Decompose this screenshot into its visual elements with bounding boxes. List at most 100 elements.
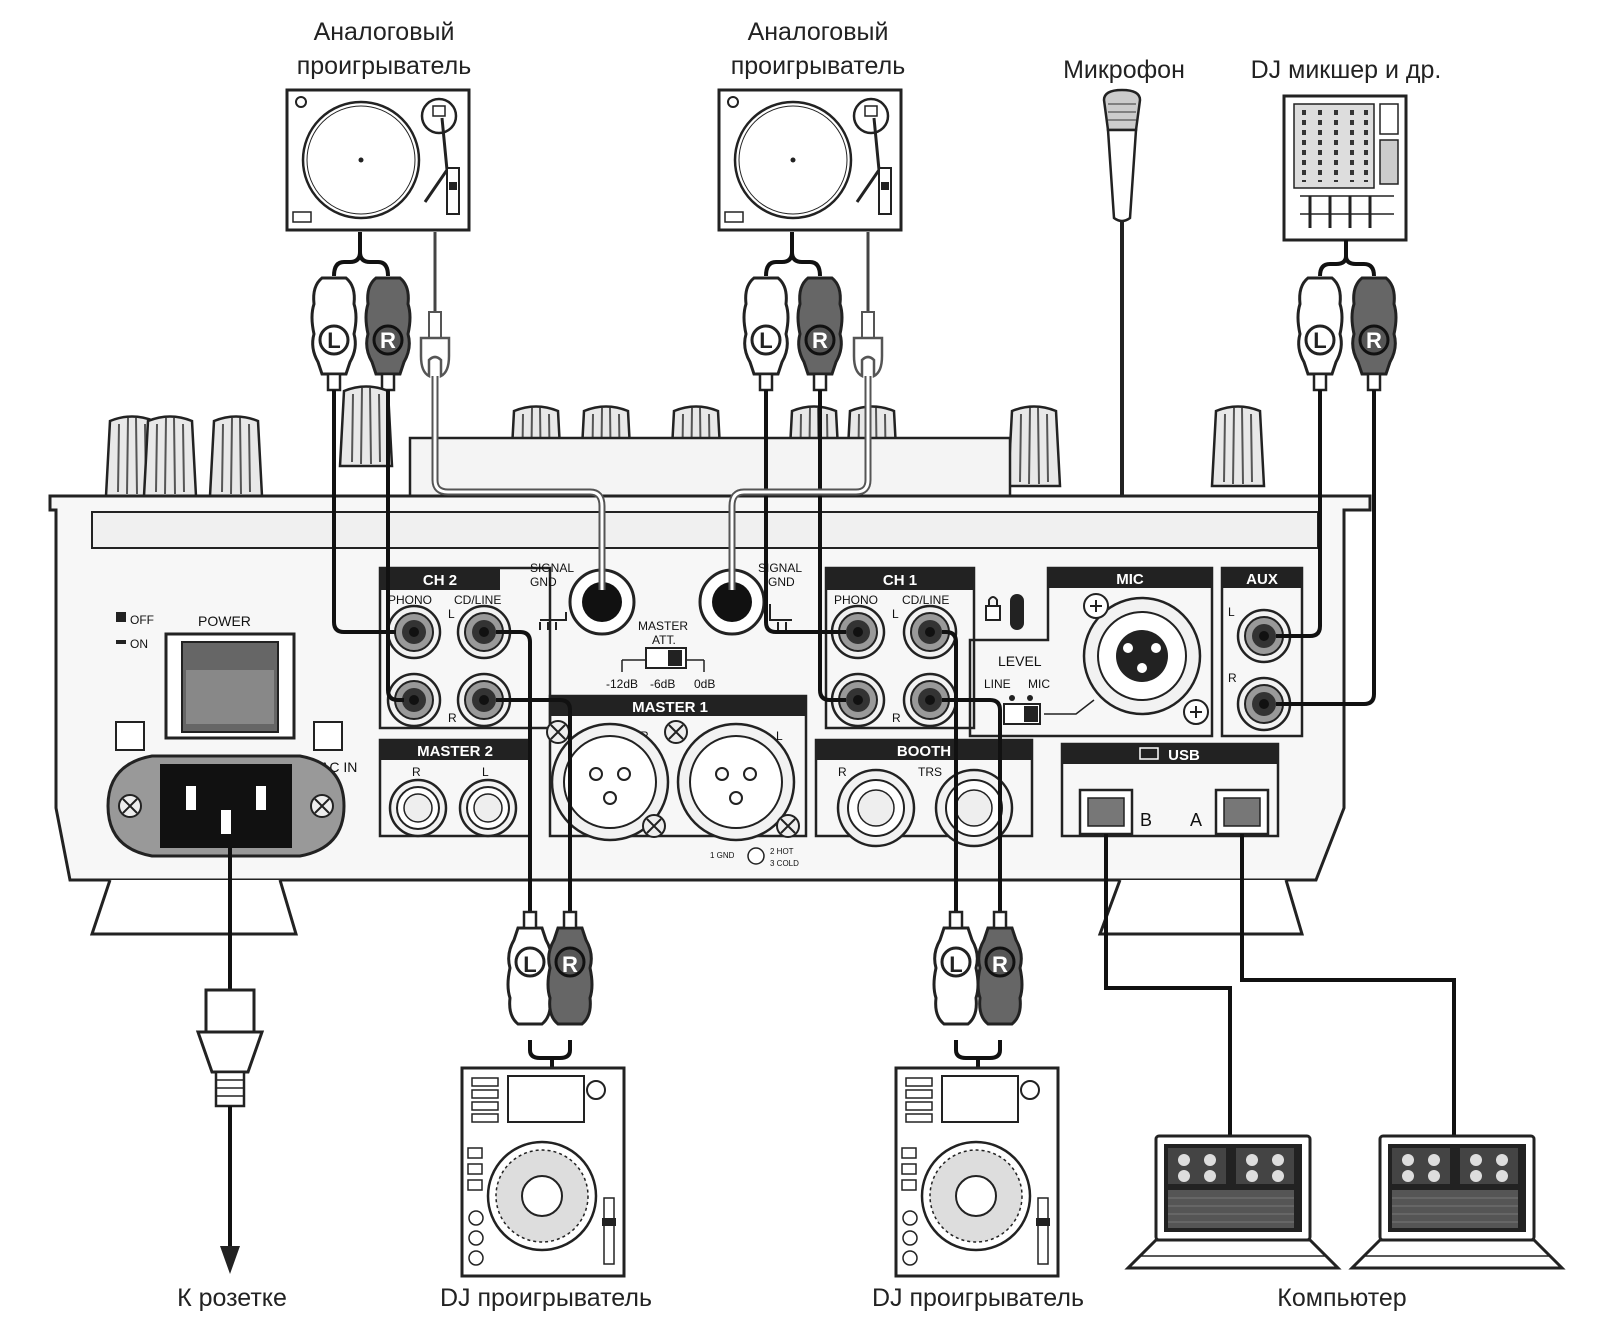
caption-turntable-right: Аналоговый проигрыватель xyxy=(731,18,906,80)
caption-dj-player-right: DJ проигрыватель xyxy=(872,1284,1084,1312)
svg-text:L: L xyxy=(1228,605,1235,619)
svg-text:MASTER 1: MASTER 1 xyxy=(632,699,708,716)
svg-text:L: L xyxy=(523,952,536,977)
svg-text:R: R xyxy=(1228,671,1237,685)
svg-text:CD/LINE: CD/LINE xyxy=(454,593,501,607)
svg-text:BOOTH: BOOTH xyxy=(897,743,951,760)
svg-text:-6dB: -6dB xyxy=(650,677,675,691)
caption-dj-mixer: DJ микшер и др. xyxy=(1251,56,1442,84)
svg-text:R: R xyxy=(992,952,1008,977)
svg-text:LINE: LINE xyxy=(984,677,1011,691)
dj-mixer-cables xyxy=(1318,240,1376,277)
svg-text:L: L xyxy=(759,328,772,353)
svg-text:3 COLD: 3 COLD xyxy=(770,859,799,868)
cables-to-ch1 xyxy=(728,376,872,702)
cables-to-ch2 xyxy=(332,376,606,702)
svg-text:MASTER 2: MASTER 2 xyxy=(417,743,493,760)
svg-text:-12dB: -12dB xyxy=(606,677,638,691)
svg-text:POWER: POWER xyxy=(198,613,251,629)
svg-text:R: R xyxy=(812,328,828,353)
caption-outlet: К розетке xyxy=(177,1284,287,1312)
svg-text:R: R xyxy=(380,328,396,353)
svg-text:ON: ON xyxy=(130,637,148,651)
svg-text:PHONO: PHONO xyxy=(388,593,432,607)
svg-text:MIC: MIC xyxy=(1028,677,1050,691)
svg-text:ATT.: ATT. xyxy=(652,633,676,647)
dj-player-right xyxy=(894,1066,1060,1278)
svg-text:Аналоговый: Аналоговый xyxy=(314,18,455,46)
turntable-right xyxy=(717,88,903,232)
svg-text:0dB: 0dB xyxy=(694,677,715,691)
laptop-right xyxy=(1350,1134,1564,1270)
ch2-section: CH 2 PHONO CD/LINE L R xyxy=(378,566,552,730)
svg-text:2 HOT: 2 HOT xyxy=(770,847,794,856)
dj-mixer-icon xyxy=(1282,94,1408,242)
svg-text:L: L xyxy=(949,952,962,977)
turntable-left xyxy=(285,88,471,232)
rca-plug-r-cdj2: R xyxy=(976,910,1024,1026)
rca-plug-r-tt2: R xyxy=(796,276,844,392)
rca-plug-l-tt2: L xyxy=(742,276,790,392)
cables-to-aux xyxy=(1276,390,1376,706)
svg-text:R: R xyxy=(838,765,847,779)
cdj1-cables xyxy=(528,1040,572,1072)
rca-plug-l-cdj1: L xyxy=(506,910,554,1026)
mic-section: MIC LEVEL LINE MIC xyxy=(968,566,1214,738)
laptop-left xyxy=(1126,1134,1340,1270)
svg-text:SIGNAL: SIGNAL xyxy=(530,561,574,575)
svg-text:проигрыватель: проигрыватель xyxy=(297,52,472,80)
rca-plug-l-tt1: L xyxy=(310,276,358,392)
svg-text:USB: USB xyxy=(1168,747,1200,764)
master2-section: MASTER 2 R L xyxy=(378,738,532,838)
rca-plug-l-cdj2: L xyxy=(932,910,980,1026)
svg-text:R: R xyxy=(1366,328,1382,353)
power-cord xyxy=(195,834,265,1274)
svg-text:CD/LINE: CD/LINE xyxy=(902,593,949,607)
svg-text:L: L xyxy=(327,328,340,353)
turntable-left-cables xyxy=(332,232,437,312)
svg-text:проигрыватель: проигрыватель xyxy=(731,52,906,80)
svg-text:L: L xyxy=(448,607,455,621)
aux-section: AUX L R xyxy=(1220,566,1304,738)
svg-text:AUX: AUX xyxy=(1246,571,1278,588)
svg-text:L: L xyxy=(892,607,899,621)
rca-plug-r-cdj1: R xyxy=(546,910,594,1026)
signal-gnd-left: SIGNAL GND xyxy=(530,561,636,636)
cables-ch2-cdline-to-cdj xyxy=(496,630,572,916)
dj-player-left xyxy=(460,1066,626,1278)
svg-text:Аналоговый: Аналоговый xyxy=(748,18,889,46)
svg-text:L: L xyxy=(776,729,783,743)
power-section: OFF ON POWER AC IN xyxy=(115,612,357,775)
svg-text:R: R xyxy=(448,711,457,725)
svg-text:B: B xyxy=(1140,810,1152,830)
cdj2-cables xyxy=(954,1040,1002,1072)
caption-microphone: Микрофон xyxy=(1063,56,1185,84)
microphone-icon xyxy=(1102,88,1142,560)
svg-text:LEVEL: LEVEL xyxy=(998,653,1042,669)
master-att-switch: MASTER ATT. -12dB -6dB 0dB xyxy=(606,619,715,691)
ac-inlet xyxy=(106,754,346,858)
svg-text:MASTER: MASTER xyxy=(638,619,688,633)
turntable-right-cables xyxy=(764,232,870,312)
gnd-lug-tt2 xyxy=(852,310,884,378)
svg-text:L: L xyxy=(482,765,489,779)
svg-text:CH 2: CH 2 xyxy=(423,572,457,589)
svg-text:1 GND: 1 GND xyxy=(710,851,735,860)
caption-computer: Компьютер xyxy=(1277,1284,1406,1312)
rca-plug-r-aux: R xyxy=(1350,276,1398,392)
rca-plug-r-tt1: R xyxy=(364,276,412,392)
usb-section: USB B A xyxy=(1060,742,1280,838)
gnd-lug-tt1 xyxy=(419,310,451,378)
svg-text:OFF: OFF xyxy=(130,613,154,627)
svg-text:R: R xyxy=(412,765,421,779)
svg-text:R: R xyxy=(562,952,578,977)
ch1-section: CH 1 PHONO CD/LINE L R xyxy=(824,566,976,730)
svg-text:MIC: MIC xyxy=(1116,571,1144,588)
usb-cables xyxy=(1104,834,1456,1136)
master1-section: MASTER 1 R L 1 GND 2 HOT 3 COLD xyxy=(546,694,808,868)
svg-text:SIGNAL: SIGNAL xyxy=(758,561,802,575)
svg-text:GND: GND xyxy=(768,575,795,589)
cables-ch1-cdline-to-cdj xyxy=(942,630,1002,916)
svg-text:CH 1: CH 1 xyxy=(883,572,917,589)
